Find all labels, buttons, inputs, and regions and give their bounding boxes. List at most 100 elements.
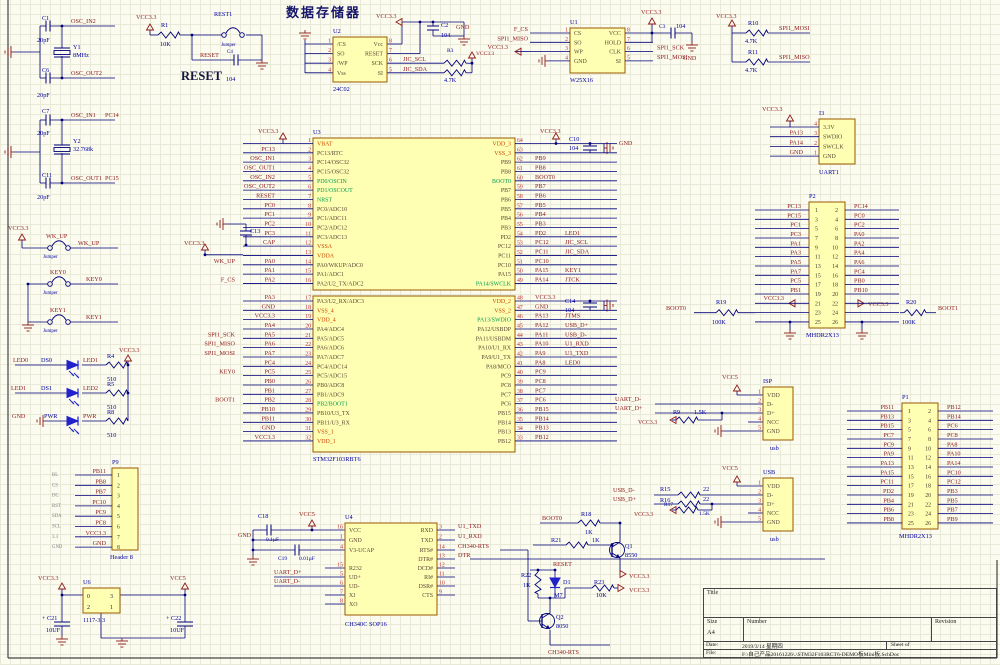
pin-number: 5 [627, 55, 630, 61]
pin-name: RTS# [420, 548, 433, 554]
net-label: PC8 [947, 432, 958, 439]
net-label: GND [93, 540, 107, 547]
net-label: KEY1 [50, 307, 66, 314]
designator-label: 8050 [556, 623, 568, 630]
pin-number: 4 [758, 508, 761, 514]
junction-dot [650, 31, 654, 35]
pin-number: 45 [517, 323, 523, 329]
pin-number: 19 [815, 292, 821, 298]
net-label: PA3 [265, 294, 275, 301]
file-value: F:\自己产品20161226\.\STM32F103RCT6-DEMO板Min… [742, 652, 900, 658]
designator-label: 100K [902, 319, 916, 326]
date-label: Date: [706, 642, 719, 648]
designator-label: R20 [906, 299, 916, 306]
net-label: PB13 [880, 413, 894, 420]
pin-name: PD1/OSCOUT [317, 188, 353, 194]
pin-name: D+ [767, 411, 775, 417]
ic-body-isp [762, 386, 794, 441]
power-icon [123, 354, 133, 362]
net-label: PB12 [947, 404, 961, 411]
led-icon [76, 431, 79, 434]
net-label: GND [790, 149, 804, 156]
resistor [591, 584, 615, 592]
pin-number: 33 [517, 435, 523, 441]
net-label: OSC_IN1 [71, 112, 96, 119]
pin-number: 3 [814, 131, 817, 137]
pin-name: PB4 [501, 216, 511, 222]
pin-number: 53 [517, 241, 523, 247]
pin-name: PD0/OSCIN [317, 179, 348, 185]
pin-number: 14 [925, 465, 931, 471]
net-label: PA13 [789, 130, 803, 137]
net-label: PA14 [789, 139, 803, 146]
net-label: LED2 [83, 385, 98, 392]
power-icon [180, 582, 190, 590]
pin-name: PC10 [498, 263, 511, 269]
resistor [157, 31, 181, 39]
pin-name: PC4/ADC14 [317, 364, 347, 370]
net-label: PC12 [535, 239, 549, 246]
pin-number: 22 [305, 342, 311, 348]
designator-label: C19 [278, 556, 287, 562]
pin-name: VCC [349, 528, 361, 534]
net-label: PB8 [883, 516, 894, 523]
pin-name: NRST [317, 197, 332, 203]
pin-name: PA15 [498, 272, 511, 278]
pin-number: 3 [117, 494, 120, 500]
pin-number: 48 [517, 296, 523, 302]
net-label: SPI1_SCK [657, 45, 685, 52]
pin-number: 60 [517, 175, 523, 181]
pin-number: 56 [517, 213, 523, 219]
pin-number: 6 [340, 581, 343, 587]
junction-dot [618, 521, 622, 525]
pin-name: PC13/RTC [317, 151, 343, 157]
net-label: PC0 [854, 212, 865, 219]
pin-number: 1 [758, 390, 761, 396]
pin-name: PB14 [498, 420, 511, 426]
led-icon [66, 415, 80, 427]
pin-number: 52 [517, 250, 523, 256]
net-label: PB12 [535, 434, 549, 441]
power-icon [669, 415, 677, 425]
pin-function-label: DC [52, 494, 59, 499]
ic-ref-u3a: U3 [313, 129, 321, 136]
net-label: PA12 [535, 322, 549, 329]
pin-name: VSS_3 [494, 151, 511, 157]
pin-name: RI# [424, 575, 433, 581]
pin-number: 7 [815, 236, 818, 242]
net-label: PB3 [535, 220, 546, 227]
net-label: PC3 [264, 230, 275, 237]
pin-number: 20 [925, 493, 931, 499]
designator-label: 10UF [46, 627, 61, 634]
net-label: PA4 [265, 322, 275, 329]
designator-label: C11 [42, 172, 52, 179]
designator-label: PWR [44, 413, 58, 420]
net-label: PB0 [854, 278, 865, 285]
junction-dot [60, 76, 64, 80]
net-label: F_CS [221, 276, 236, 283]
ic-ref-u6: U6 [83, 579, 91, 586]
pin-name: GND [349, 538, 363, 544]
pin-name: CTS [422, 593, 433, 599]
net-label: GND [12, 413, 26, 420]
pin-number: 8 [308, 203, 311, 209]
net-label: VCC3.3 [629, 573, 649, 580]
net-label: VCC3.3 [488, 44, 508, 51]
net-label: UART_D+ [274, 569, 302, 576]
designator-label: 104 [226, 76, 235, 83]
ic-body-p2 [808, 201, 846, 329]
pin-number: 8 [389, 39, 392, 45]
net-label: VCC3.3 [638, 420, 657, 426]
pin-name: PB9 [501, 160, 511, 166]
net-label: VCC3.3 [868, 301, 888, 308]
pin-number: 2 [439, 535, 442, 541]
net-label: LED1 [565, 230, 580, 237]
jumper-icon [65, 281, 71, 287]
net-label: KEY1 [565, 267, 581, 274]
title-block-size-cell: Size A4 [704, 618, 744, 641]
net-label: PC0 [264, 202, 275, 209]
pin-number: 10 [305, 222, 311, 228]
pin-number: 46 [517, 314, 523, 320]
net-label: PA9 [884, 451, 894, 458]
net-label: LED1 [11, 385, 26, 392]
